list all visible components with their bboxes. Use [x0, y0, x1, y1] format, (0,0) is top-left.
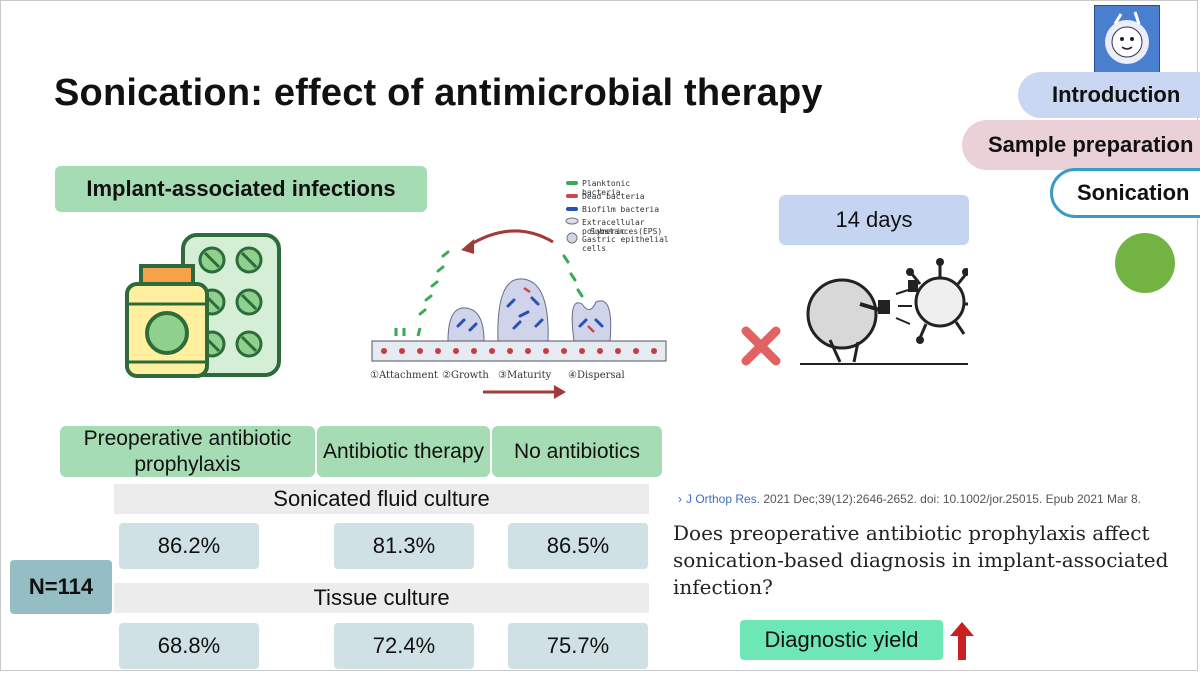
chevron-right-icon: › [678, 492, 682, 506]
cartoon-pill-vs-virus [800, 254, 970, 372]
nav-label: Sample preparation [988, 132, 1194, 157]
citation-journal[interactable]: J Orthop Res. [686, 492, 761, 506]
header-antibiotic-therapy: Antibiotic therapy [317, 426, 490, 477]
slide-title: Sonication: effect of antimicrobial ther… [54, 72, 823, 114]
legend-biofilm: Biofilm bacteria [582, 205, 660, 214]
cell-tissue-preop: 68.8% [119, 623, 259, 669]
citation: › J Orthop Res. 2021 Dec;39(12):2646-2652… [678, 492, 1141, 506]
legend-eps-1: Extracellular polymeric [582, 218, 645, 236]
section-label: Implant-associated infections [55, 166, 427, 212]
citation-details: 2021 Dec;39(12):2646-2652. doi: 10.1002/… [763, 492, 1141, 506]
nav-pill-sonication[interactable]: Sonication [1050, 168, 1200, 218]
legend-eps-2: Substances(EPS) [590, 227, 663, 236]
stage-attachment: ①Attachment [370, 370, 438, 381]
header-no-antibiotics: No antibiotics [492, 426, 662, 477]
stage-dispersal: ④Dispersal [568, 370, 625, 381]
cell-sonicated-none: 86.5% [508, 523, 648, 569]
medication-icon [125, 230, 285, 380]
legend-epithelial: Gastric epithelial cells [582, 235, 669, 253]
biofilm-diagram: Planktonic bacteria Dead bacteria Biofil… [368, 176, 670, 400]
nav-pill-introduction[interactable]: Introduction [1018, 72, 1200, 118]
nav-pill-sample-preparation[interactable]: Sample preparation [962, 120, 1200, 170]
row-label-tissue: Tissue culture [114, 583, 649, 613]
up-arrow-icon [950, 622, 974, 660]
cell-sonicated-therapy: 81.3% [334, 523, 474, 569]
stage-growth: ②Growth [442, 370, 489, 381]
days-label: 14 days [779, 195, 969, 245]
cell-tissue-therapy: 72.4% [334, 623, 474, 669]
paper-question: Does preoperative antibiotic prophylaxis… [673, 521, 1169, 599]
presenter-avatar [1094, 5, 1160, 73]
red-cross-icon [740, 325, 782, 367]
sample-size-label: N=114 [10, 560, 112, 614]
legend-dead: Dead bacteria [582, 192, 645, 201]
stage-maturity: ③Maturity [498, 370, 552, 381]
diagnostic-yield-label: Diagnostic yield [740, 620, 943, 660]
legend-planktonic: Planktonic bacteria [582, 179, 631, 197]
nav-label: Introduction [1052, 82, 1181, 107]
cell-sonicated-preop: 86.2% [119, 523, 259, 569]
cell-tissue-none: 75.7% [508, 623, 648, 669]
progress-dot [1115, 233, 1175, 293]
header-preoperative: Preoperative antibiotic prophylaxis [60, 426, 315, 477]
nav-label: Sonication [1077, 180, 1190, 205]
row-label-sonicated: Sonicated fluid culture [114, 484, 649, 514]
